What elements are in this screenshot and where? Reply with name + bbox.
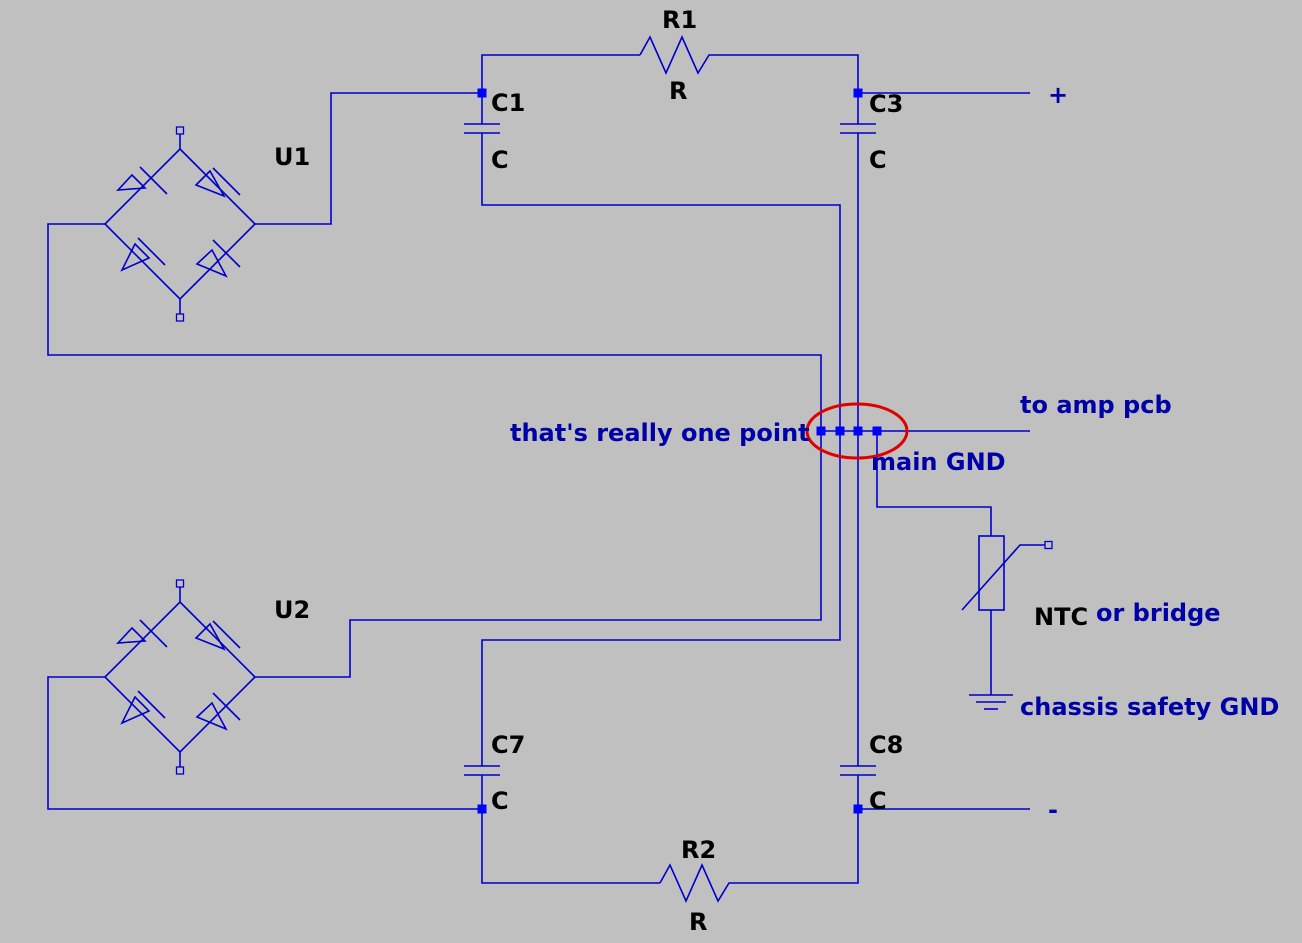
wire-u2-to-ground bbox=[255, 431, 822, 678]
u1-diode-br bbox=[195, 239, 241, 278]
capacitor-c3[interactable] bbox=[840, 123, 876, 134]
wire-u1-left-to-ground bbox=[47, 223, 822, 431]
node-ground-1 bbox=[816, 426, 826, 436]
wires bbox=[47, 54, 1030, 884]
wire-c7-to-r2 bbox=[481, 809, 660, 884]
ntc-thermistor[interactable] bbox=[961, 535, 1053, 611]
chassis-ground-symbol bbox=[969, 694, 1013, 710]
u2-pin-bottom bbox=[175, 766, 185, 775]
bridge-rectifier-u2[interactable] bbox=[103, 579, 257, 775]
wire-r2-to-c8 bbox=[738, 809, 859, 884]
u2-diode-bl bbox=[120, 690, 166, 725]
wire-c7-to-ground bbox=[481, 431, 841, 766]
chassis-gnd-annotation: chassis safety GND bbox=[1020, 693, 1279, 721]
u1-diode-tr bbox=[194, 167, 241, 198]
main-gnd-annotation: main GND bbox=[871, 448, 1006, 476]
r2-value-label: R bbox=[689, 908, 707, 936]
c1-name-label: C1 bbox=[491, 89, 525, 117]
r1-name-label: R1 bbox=[662, 6, 697, 34]
wire-u1-to-c1 bbox=[255, 92, 482, 225]
resistor-r1[interactable] bbox=[639, 35, 718, 75]
node-c3-top bbox=[853, 88, 863, 98]
u2-diode-tl bbox=[116, 619, 168, 648]
c8-name-label: C8 bbox=[869, 731, 903, 759]
c3-value-label: C bbox=[869, 146, 887, 174]
u2-pin-top bbox=[175, 579, 185, 588]
capacitor-c8[interactable] bbox=[840, 765, 876, 776]
capacitor-c1[interactable] bbox=[464, 123, 500, 134]
wire-c1-to-ground bbox=[481, 133, 841, 431]
u2-label: U2 bbox=[274, 596, 310, 624]
plus-terminal-label: + bbox=[1048, 81, 1068, 109]
node-ground-4 bbox=[872, 426, 882, 436]
c7-value-label: C bbox=[491, 787, 509, 815]
highlight-circle bbox=[805, 402, 909, 460]
c7-name-label: C7 bbox=[491, 731, 525, 759]
u1-diode-bl bbox=[120, 237, 166, 272]
r1-value-label: R bbox=[669, 77, 687, 105]
u2-diode-tr bbox=[194, 620, 241, 651]
u1-diode-tl bbox=[116, 166, 168, 195]
wire-ground-to-ntc bbox=[876, 431, 992, 536]
node-c1-top bbox=[477, 88, 487, 98]
to-amp-annotation: to amp pcb bbox=[1020, 391, 1172, 419]
node-ground-2 bbox=[835, 426, 845, 436]
ntc-label: NTC bbox=[1034, 603, 1088, 631]
u1-pin-bottom bbox=[175, 313, 185, 322]
resistor-r2[interactable] bbox=[659, 863, 738, 903]
capacitor-c7[interactable] bbox=[464, 765, 500, 776]
or-bridge-annotation: or bridge bbox=[1096, 599, 1221, 627]
r2-name-label: R2 bbox=[681, 836, 716, 864]
c3-name-label: C3 bbox=[869, 90, 903, 118]
u2-diode-br bbox=[195, 692, 241, 731]
node-ground-3 bbox=[853, 426, 863, 436]
wire-c1-to-r1 bbox=[481, 54, 640, 93]
one-point-annotation: that's really one point bbox=[510, 419, 810, 447]
c1-value-label: C bbox=[491, 146, 509, 174]
c8-value-label: C bbox=[869, 787, 887, 815]
node-c8-bottom bbox=[853, 804, 863, 814]
wire-u2-left-to-c7 bbox=[47, 676, 482, 810]
u1-label: U1 bbox=[274, 143, 310, 171]
minus-terminal-label: - bbox=[1048, 796, 1058, 824]
bridge-rectifier-u1[interactable] bbox=[103, 126, 257, 322]
node-c7-bottom bbox=[477, 804, 487, 814]
junction-nodes bbox=[477, 88, 882, 814]
ntc-pin bbox=[1044, 540, 1053, 550]
wire-r1-to-c3 bbox=[718, 54, 859, 93]
u1-pin-top bbox=[175, 126, 185, 135]
